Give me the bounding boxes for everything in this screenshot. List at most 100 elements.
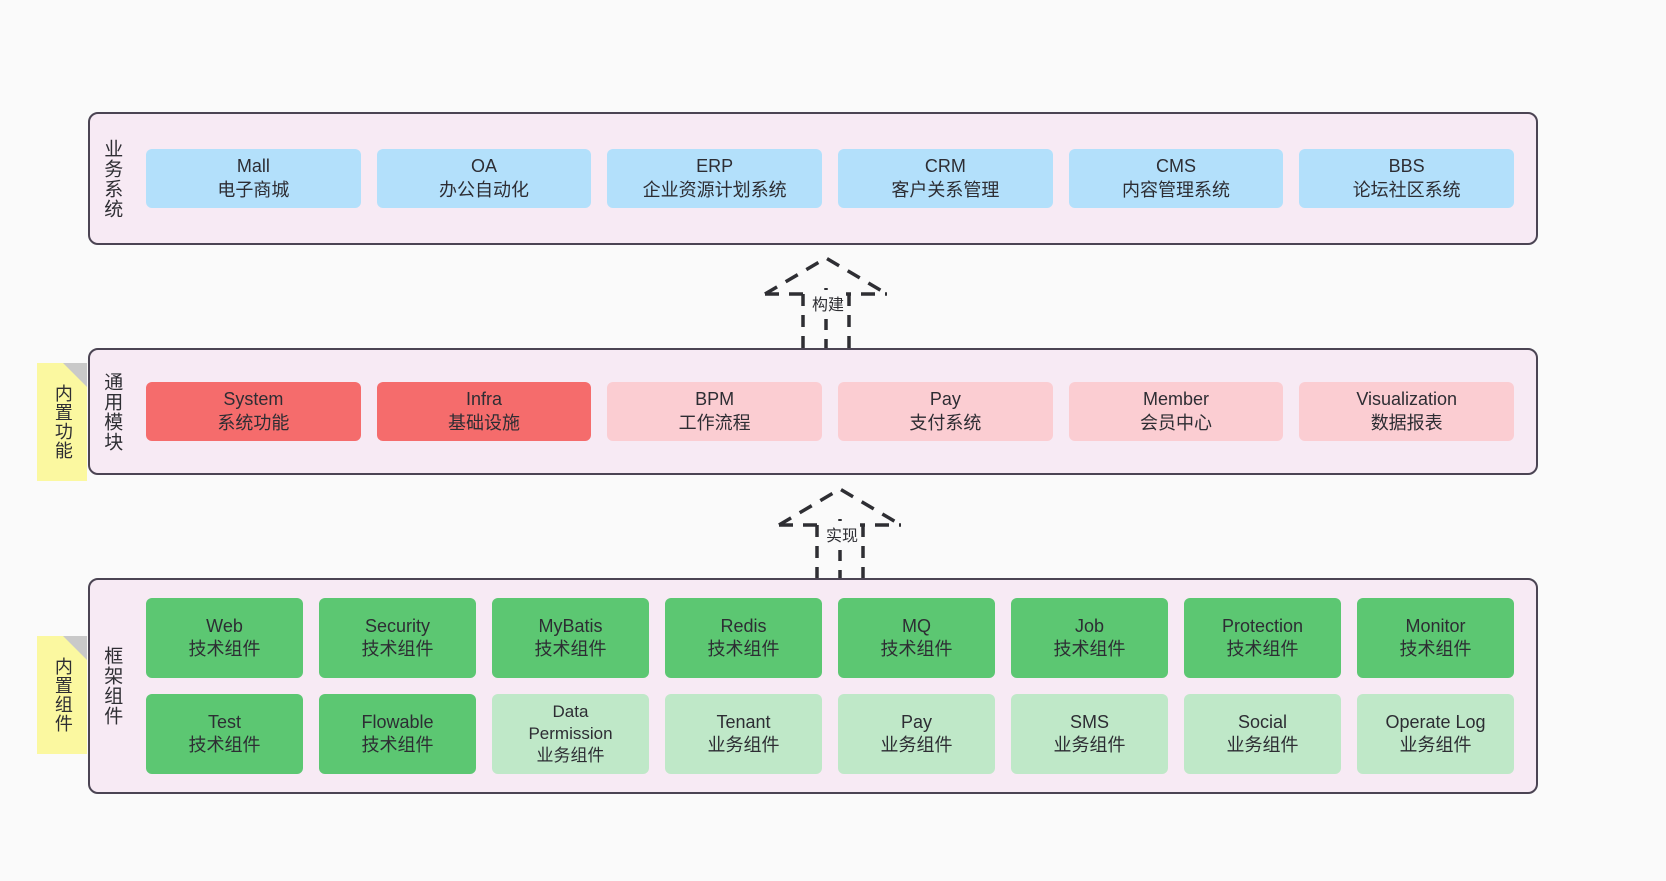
component-box-mybatis[interactable]: MyBatis 技术组件 xyxy=(492,598,649,678)
sticky-note-builtin-feature: 内置功能 xyxy=(37,363,87,481)
module-box-cms[interactable]: CMS 内容管理系统 xyxy=(1068,149,1284,208)
layer-row: Test 技术组件 Flowable 技术组件 Data Permission … xyxy=(138,694,1522,774)
layer-title-business-system: 业务系统 xyxy=(101,138,123,219)
component-box-flowable[interactable]: Flowable 技术组件 xyxy=(319,694,476,774)
module-name: Pay xyxy=(929,389,961,410)
module-name: OA xyxy=(471,156,498,177)
module-box-oa[interactable]: OA 办公自动化 xyxy=(376,149,592,208)
module-box-crm[interactable]: CRM 客户关系管理 xyxy=(838,149,1053,208)
component-desc: 技术组件 xyxy=(188,639,261,659)
cell-wrap: ERP 企业资源计划系统 xyxy=(599,149,830,208)
module-box-pay[interactable]: Pay 支付系统 xyxy=(838,382,1053,441)
module-box-bbs[interactable]: BBS 论坛社区系统 xyxy=(1299,149,1515,208)
connector-build: 构建 xyxy=(748,255,918,356)
module-desc: 企业资源计划系统 xyxy=(642,179,787,200)
module-desc: 基础设施 xyxy=(448,412,520,433)
cell-wrap: BBS 论坛社区系统 xyxy=(1291,149,1522,208)
component-name: Pay xyxy=(900,711,933,732)
layer-body-business-system: Mall 电子商城 OA 办公自动化 ERP 企业资源计划系统 xyxy=(132,114,1536,243)
component-name: Job xyxy=(1074,615,1105,636)
module-desc: 客户关系管理 xyxy=(891,179,1000,200)
cell-wrap: SMS 业务组件 xyxy=(1003,694,1176,774)
component-desc: 技术组件 xyxy=(188,735,261,755)
sticky-note-label: 内置组件 xyxy=(52,657,73,733)
component-box-security[interactable]: Security 技术组件 xyxy=(319,598,476,678)
cell-wrap: MQ 技术组件 xyxy=(830,598,1003,678)
cell-wrap: Web 技术组件 xyxy=(138,598,311,678)
component-name: Flowable xyxy=(361,711,434,732)
component-box-tenant[interactable]: Tenant 业务组件 xyxy=(665,694,822,774)
component-name: Protection xyxy=(1221,615,1304,636)
component-name: Web xyxy=(206,615,243,636)
component-desc: 技术组件 xyxy=(880,639,953,659)
component-desc: 业务组件 xyxy=(1053,735,1126,755)
layer-row: Web 技术组件 Security 技术组件 MyBatis 技术组件 xyxy=(138,598,1522,678)
cell-wrap: Mall 电子商城 xyxy=(138,149,369,208)
component-desc: 业务组件 xyxy=(880,735,953,755)
module-name: CRM xyxy=(924,156,966,177)
component-box-monitor[interactable]: Monitor 技术组件 xyxy=(1357,598,1514,678)
cell-wrap: Member 会员中心 xyxy=(1061,382,1292,441)
module-box-visualization[interactable]: Visualization 数据报表 xyxy=(1299,382,1515,441)
layer-title-common-module: 通用模块 xyxy=(101,371,123,452)
component-name: Test xyxy=(207,711,241,732)
component-name: MyBatis xyxy=(538,615,603,636)
cell-wrap: BPM 工作流程 xyxy=(599,382,830,441)
module-box-erp[interactable]: ERP 企业资源计划系统 xyxy=(607,149,823,208)
module-desc: 系统功能 xyxy=(217,412,290,433)
module-box-mall[interactable]: Mall 电子商城 xyxy=(146,149,361,208)
layer-row: Mall 电子商城 OA 办公自动化 ERP 企业资源计划系统 xyxy=(138,149,1522,208)
cell-wrap: Security 技术组件 xyxy=(311,598,484,678)
layer-row: System 系统功能 Infra 基础设施 BPM 工作流程 xyxy=(138,382,1522,441)
component-box-pay[interactable]: Pay 业务组件 xyxy=(838,694,995,774)
layer-body-framework-component: Web 技术组件 Security 技术组件 MyBatis 技术组件 xyxy=(132,580,1536,792)
cell-wrap: Data Permission 业务组件 xyxy=(484,694,657,774)
cell-wrap: CRM 客户关系管理 xyxy=(830,149,1061,208)
component-name: Redis xyxy=(720,615,767,636)
module-box-system[interactable]: System 系统功能 xyxy=(146,382,361,441)
component-box-job[interactable]: Job 技术组件 xyxy=(1011,598,1168,678)
component-desc: 技术组件 xyxy=(534,639,607,659)
component-desc: 业务组件 xyxy=(1226,735,1299,755)
layer-framework-component: 框架组件 Web 技术组件 Security 技术组件 xyxy=(88,578,1538,794)
component-name: MQ xyxy=(902,615,931,636)
component-desc: 技术组件 xyxy=(1399,639,1472,659)
module-desc: 内容管理系统 xyxy=(1122,179,1231,200)
component-name: Monitor xyxy=(1405,615,1466,636)
component-desc: 技术组件 xyxy=(361,735,434,755)
component-box-mq[interactable]: MQ 技术组件 xyxy=(838,598,995,678)
module-name: Mall xyxy=(236,156,270,177)
note-fold-corner-icon xyxy=(63,636,87,660)
component-desc: 业务组件 xyxy=(1399,735,1472,755)
cell-wrap: CMS 内容管理系统 xyxy=(1061,149,1292,208)
module-box-member[interactable]: Member 会员中心 xyxy=(1068,382,1284,441)
layer-title-framework-component: 框架组件 xyxy=(101,646,123,726)
module-box-bpm[interactable]: BPM 工作流程 xyxy=(607,382,823,441)
cell-wrap: Flowable 技术组件 xyxy=(311,694,484,774)
module-box-infra[interactable]: Infra 基础设施 xyxy=(376,382,592,441)
module-desc: 工作流程 xyxy=(678,412,751,433)
component-name: Operate Log xyxy=(1385,711,1486,732)
note-fold-corner-icon xyxy=(63,363,87,387)
component-desc: 业务组件 xyxy=(536,745,605,765)
module-name: Infra xyxy=(465,389,503,410)
cell-wrap: Monitor 技术组件 xyxy=(1349,598,1522,678)
component-box-web[interactable]: Web 技术组件 xyxy=(146,598,303,678)
module-name: ERP xyxy=(696,156,734,177)
component-name: Social xyxy=(1237,711,1288,732)
component-desc: 技术组件 xyxy=(707,639,780,659)
cell-wrap: Pay 支付系统 xyxy=(830,382,1061,441)
module-desc: 电子商城 xyxy=(217,179,290,200)
component-box-sms[interactable]: SMS 业务组件 xyxy=(1011,694,1168,774)
cell-wrap: Operate Log 业务组件 xyxy=(1349,694,1522,774)
component-box-protection[interactable]: Protection 技术组件 xyxy=(1184,598,1341,678)
component-box-operate-log[interactable]: Operate Log 业务组件 xyxy=(1357,694,1514,774)
component-box-data-permission[interactable]: Data Permission 业务组件 xyxy=(492,694,649,774)
module-name: BPM xyxy=(695,389,735,410)
component-box-test[interactable]: Test 技术组件 xyxy=(146,694,303,774)
module-name: CMS xyxy=(1156,156,1197,177)
component-box-social[interactable]: Social 业务组件 xyxy=(1184,694,1341,774)
component-box-redis[interactable]: Redis 技术组件 xyxy=(665,598,822,678)
cell-wrap: System 系统功能 xyxy=(138,382,369,441)
cell-wrap: Visualization 数据报表 xyxy=(1291,382,1522,441)
